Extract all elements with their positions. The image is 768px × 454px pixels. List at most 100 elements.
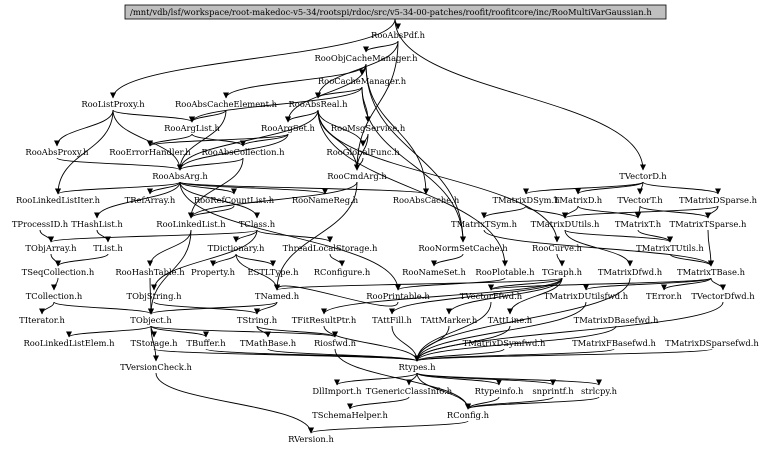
node-tmatrixtsparse[interactable]: TMatrixTSparse.h bbox=[670, 219, 748, 229]
node-roomsgservice[interactable]: RooMsgService.h bbox=[331, 123, 406, 133]
node-roorefcountlist[interactable]: RooRefCountList.h bbox=[194, 195, 275, 205]
node-label: TAttLine.h bbox=[488, 315, 533, 325]
node-riosfwd[interactable]: Riosfwd.h bbox=[314, 338, 357, 348]
node-roocurve[interactable]: RooCurve.h bbox=[532, 243, 583, 253]
node-label: TCollection.h bbox=[26, 291, 83, 301]
node-tversioncheck[interactable]: TVersionCheck.h bbox=[120, 362, 192, 372]
node-tvectort[interactable]: TVectorT.h bbox=[617, 195, 663, 205]
node-rooabspdf[interactable]: RooAbsPdf.h bbox=[371, 30, 426, 40]
node-strlcpy[interactable]: strlcpy.h bbox=[581, 386, 618, 396]
node-tmatrixdbasefwd[interactable]: TMatrixDBasefwd.h bbox=[574, 315, 659, 325]
node-roocachemanager[interactable]: RooCacheManager.h bbox=[318, 76, 407, 86]
node-roolistproxy[interactable]: RooListProxy.h bbox=[81, 99, 145, 109]
node-tprocessid[interactable]: TProcessID.h bbox=[12, 219, 69, 229]
node-label: TVectorFfwd.h bbox=[460, 291, 523, 301]
node-rooabsproxy[interactable]: RooAbsProxy.h bbox=[25, 147, 89, 157]
node-rooglobalfunc[interactable]: RooGlobalFunc.h bbox=[326, 147, 400, 157]
node-tclass[interactable]: TClass.h bbox=[239, 219, 276, 229]
node-tattfill[interactable]: TAttFill.h bbox=[372, 315, 412, 325]
node-roocmdarg[interactable]: RooCmdArg.h bbox=[327, 171, 387, 181]
node-tmatrixdutils[interactable]: TMatrixDUtils.h bbox=[531, 219, 600, 229]
edge-rooabspdf-to-rooobjcachemanager bbox=[363, 40, 399, 53]
node-threadlocalstorage[interactable]: ThreadLocalStorage.h bbox=[283, 243, 378, 253]
node-rooabscacheelement[interactable]: RooAbsCacheElement.h bbox=[175, 99, 278, 109]
node-label: ThreadLocalStorage.h bbox=[283, 243, 378, 253]
node-rtypes[interactable]: Rtypes.h bbox=[398, 362, 436, 372]
node-label: TMatrixT.h bbox=[615, 219, 662, 229]
node-rooabscache[interactable]: RooAbsCache.h bbox=[393, 195, 460, 205]
node-tmatrixt[interactable]: TMatrixT.h bbox=[615, 219, 662, 229]
node-tcollection[interactable]: TCollection.h bbox=[26, 291, 83, 301]
node-tattmarker[interactable]: TAttMarker.h bbox=[421, 315, 478, 325]
node-label: TProcessID.h bbox=[12, 219, 69, 229]
node-tbuffer[interactable]: TBuffer.h bbox=[186, 338, 226, 348]
node-roolinkedlistelem[interactable]: RooLinkedListElem.h bbox=[23, 338, 115, 348]
edge-rooabsproxy-to-rooabsarg bbox=[56, 157, 183, 171]
node-snprintf[interactable]: snprintf.h bbox=[532, 386, 574, 396]
edge-rtypes-to-snprintf bbox=[416, 372, 556, 386]
node-titerator[interactable]: TIterator.h bbox=[19, 315, 65, 325]
node-tmatrixdutilsfwd[interactable]: TMatrixDUtilsfwd.h bbox=[544, 291, 629, 301]
node-tmatrixdsparsefwd[interactable]: TMatrixDSparsefwd.h bbox=[665, 338, 759, 348]
node-rooabscollection[interactable]: RooAbsCollection.h bbox=[201, 147, 285, 157]
node-tmatrixtutils[interactable]: TMatrixTUtils.h bbox=[636, 243, 704, 253]
node-tmatrixtbase[interactable]: TMatrixTBase.h bbox=[677, 267, 746, 277]
node-label: RConfig.h bbox=[447, 410, 490, 420]
node-tmatrixdfwd[interactable]: TMatrixDfwd.h bbox=[598, 267, 663, 277]
node-trefarray[interactable]: TRefArray.h bbox=[125, 195, 176, 205]
node-rooabsreal[interactable]: RooAbsReal.h bbox=[288, 99, 348, 109]
node-tschemahelper[interactable]: TSchemaHelper.h bbox=[312, 410, 388, 420]
edge-rooabsarg-to-roonamereg bbox=[179, 181, 328, 195]
node-tgenericclassinfo[interactable]: TGenericClassInfo.h bbox=[366, 386, 453, 396]
node-tnamed[interactable]: TNamed.h bbox=[255, 291, 300, 301]
node-roolinkedlist[interactable]: RooLinkedList.h bbox=[156, 219, 226, 229]
node-property[interactable]: Property.h bbox=[191, 267, 236, 277]
node-tvectord[interactable]: TVectorD.h bbox=[619, 171, 667, 181]
node-terror[interactable]: TError.h bbox=[646, 291, 682, 301]
node-tobject[interactable]: TObject.h bbox=[130, 315, 172, 325]
node-tstring[interactable]: TString.h bbox=[237, 315, 278, 325]
node-dllimport[interactable]: DllImport.h bbox=[312, 386, 362, 396]
node-tmatrixfbasefwd[interactable]: TMatrixFBasefwd.h bbox=[572, 338, 656, 348]
edge-roocurve-to-tgraph bbox=[556, 253, 565, 267]
node-tfitresultptr[interactable]: TFitResultPtr.h bbox=[292, 315, 357, 325]
node-roonameset[interactable]: RooNameSet.h bbox=[402, 267, 466, 277]
node-rconfig[interactable]: RConfig.h bbox=[447, 410, 490, 420]
node-tvectorffwd[interactable]: TVectorFfwd.h bbox=[460, 291, 523, 301]
node-rooarglist[interactable]: RooArgList.h bbox=[164, 123, 220, 133]
node-tmathbase[interactable]: TMathBase.h bbox=[240, 338, 297, 348]
node-tobjarray[interactable]: TObjArray.h bbox=[25, 243, 77, 253]
node-rooerrorhandler[interactable]: RooErrorHandler.h bbox=[109, 147, 191, 157]
node-tseqcollection[interactable]: TSeqCollection.h bbox=[22, 267, 95, 277]
node-thashlist[interactable]: THashList.h bbox=[71, 219, 123, 229]
edge-rooabsarg-to-thashlist bbox=[94, 181, 181, 219]
node-roohashtable[interactable]: RooHashTable.h bbox=[115, 267, 185, 277]
node-rooargset[interactable]: RooArgSet.h bbox=[261, 123, 316, 133]
node-rooobjcachemanager[interactable]: RooObjCacheManager.h bbox=[314, 53, 418, 63]
node-tdictionary[interactable]: TDictionary.h bbox=[208, 243, 265, 253]
node-tmatrixtsym[interactable]: TMatrixTSym.h bbox=[451, 219, 518, 229]
node-tattline[interactable]: TAttLine.h bbox=[488, 315, 533, 325]
node-rconfigure[interactable]: RConfigure.h bbox=[314, 267, 371, 277]
node-roonormsetcache[interactable]: RooNormSetCache.h bbox=[418, 243, 508, 253]
node-rversion[interactable]: RVersion.h bbox=[288, 434, 334, 444]
node-rtypeinfo[interactable]: Rtypeinfo.h bbox=[475, 386, 524, 396]
node-tmatrixd[interactable]: TMatrixD.h bbox=[554, 195, 603, 205]
node-tlist[interactable]: TList.h bbox=[93, 243, 123, 253]
node-label: RooCacheManager.h bbox=[318, 76, 407, 86]
node-rooprintable[interactable]: RooPrintable.h bbox=[366, 291, 430, 301]
node-roonamereg[interactable]: RooNameReg.h bbox=[292, 195, 359, 205]
root-node[interactable]: /mnt/vdb/lsf/workspace/root-makedoc-v5-3… bbox=[124, 4, 667, 20]
node-tmatrixdsym[interactable]: TMatrixDSym.h bbox=[492, 195, 560, 205]
node-tmatrixdsparse[interactable]: TMatrixDSparse.h bbox=[679, 195, 758, 205]
node-estltype[interactable]: ESTLType.h bbox=[247, 267, 299, 277]
node-tobjstring[interactable]: TObjString.h bbox=[126, 291, 182, 301]
node-label: RooGlobalFunc.h bbox=[326, 147, 400, 157]
node-rooabsarg[interactable]: RooAbsArg.h bbox=[152, 171, 208, 181]
node-roolinkedlistiter[interactable]: RooLinkedListIter.h bbox=[16, 195, 101, 205]
node-tgraph[interactable]: TGraph.h bbox=[542, 267, 583, 277]
node-tvectordfwd[interactable]: TVectorDfwd.h bbox=[691, 291, 755, 301]
node-tmatrixdsymfwd[interactable]: TMatrixDSymfwd.h bbox=[463, 338, 546, 348]
node-rooplotable[interactable]: RooPlotable.h bbox=[475, 267, 535, 277]
node-tstorage[interactable]: TStorage.h bbox=[130, 338, 178, 348]
